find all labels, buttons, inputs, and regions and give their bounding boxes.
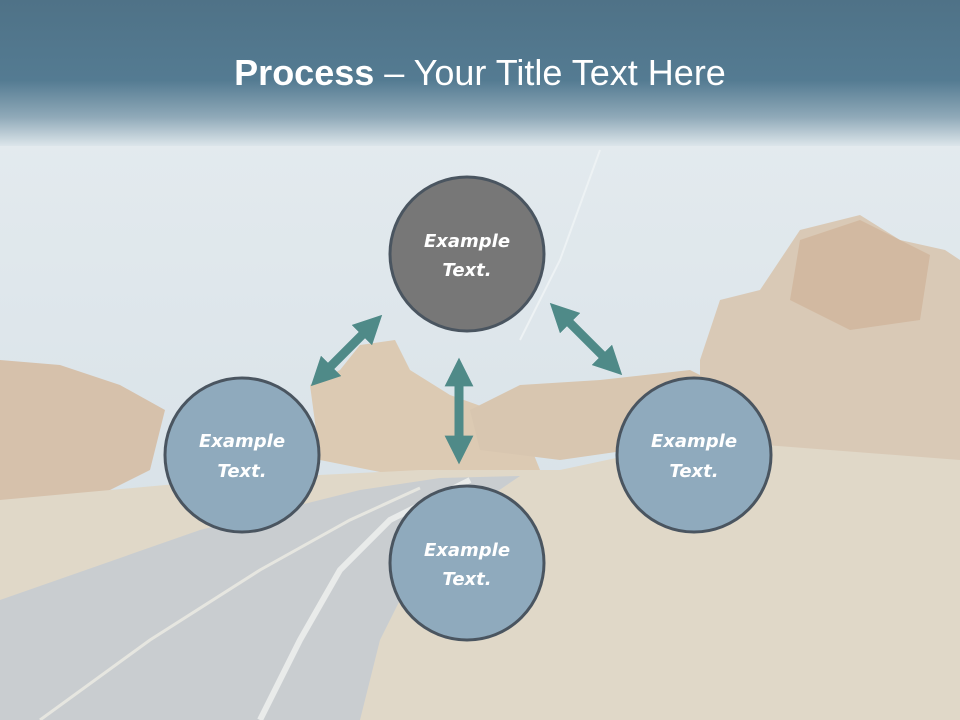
node-top-line1: Example [424, 231, 510, 252]
node-top: Example Text. [388, 175, 546, 333]
node-bottom-line1: Example [424, 540, 510, 561]
node-top-line2: Text. [442, 260, 491, 281]
title-separator: – [374, 52, 414, 93]
title-rest: Your Title Text Here [413, 52, 726, 93]
title-bar [0, 0, 960, 146]
node-left: Example Text. [163, 376, 321, 534]
node-top-circle [388, 175, 546, 333]
node-left-line2: Text. [217, 461, 266, 482]
slide-title: Process – Your Title Text Here [0, 52, 960, 94]
node-right-line1: Example [651, 431, 737, 452]
node-bottom-circle [388, 484, 546, 642]
arrow-top-left [310, 314, 383, 387]
title-bold: Process [234, 52, 375, 93]
node-left-circle [163, 376, 321, 534]
node-right-line2: Text. [669, 461, 718, 482]
node-right-circle [615, 376, 773, 534]
arrow-top-right [549, 302, 623, 376]
node-left-line1: Example [199, 431, 285, 452]
node-bottom: Example Text. [388, 484, 546, 642]
node-right: Example Text. [615, 376, 773, 534]
node-bottom-line2: Text. [442, 569, 491, 590]
